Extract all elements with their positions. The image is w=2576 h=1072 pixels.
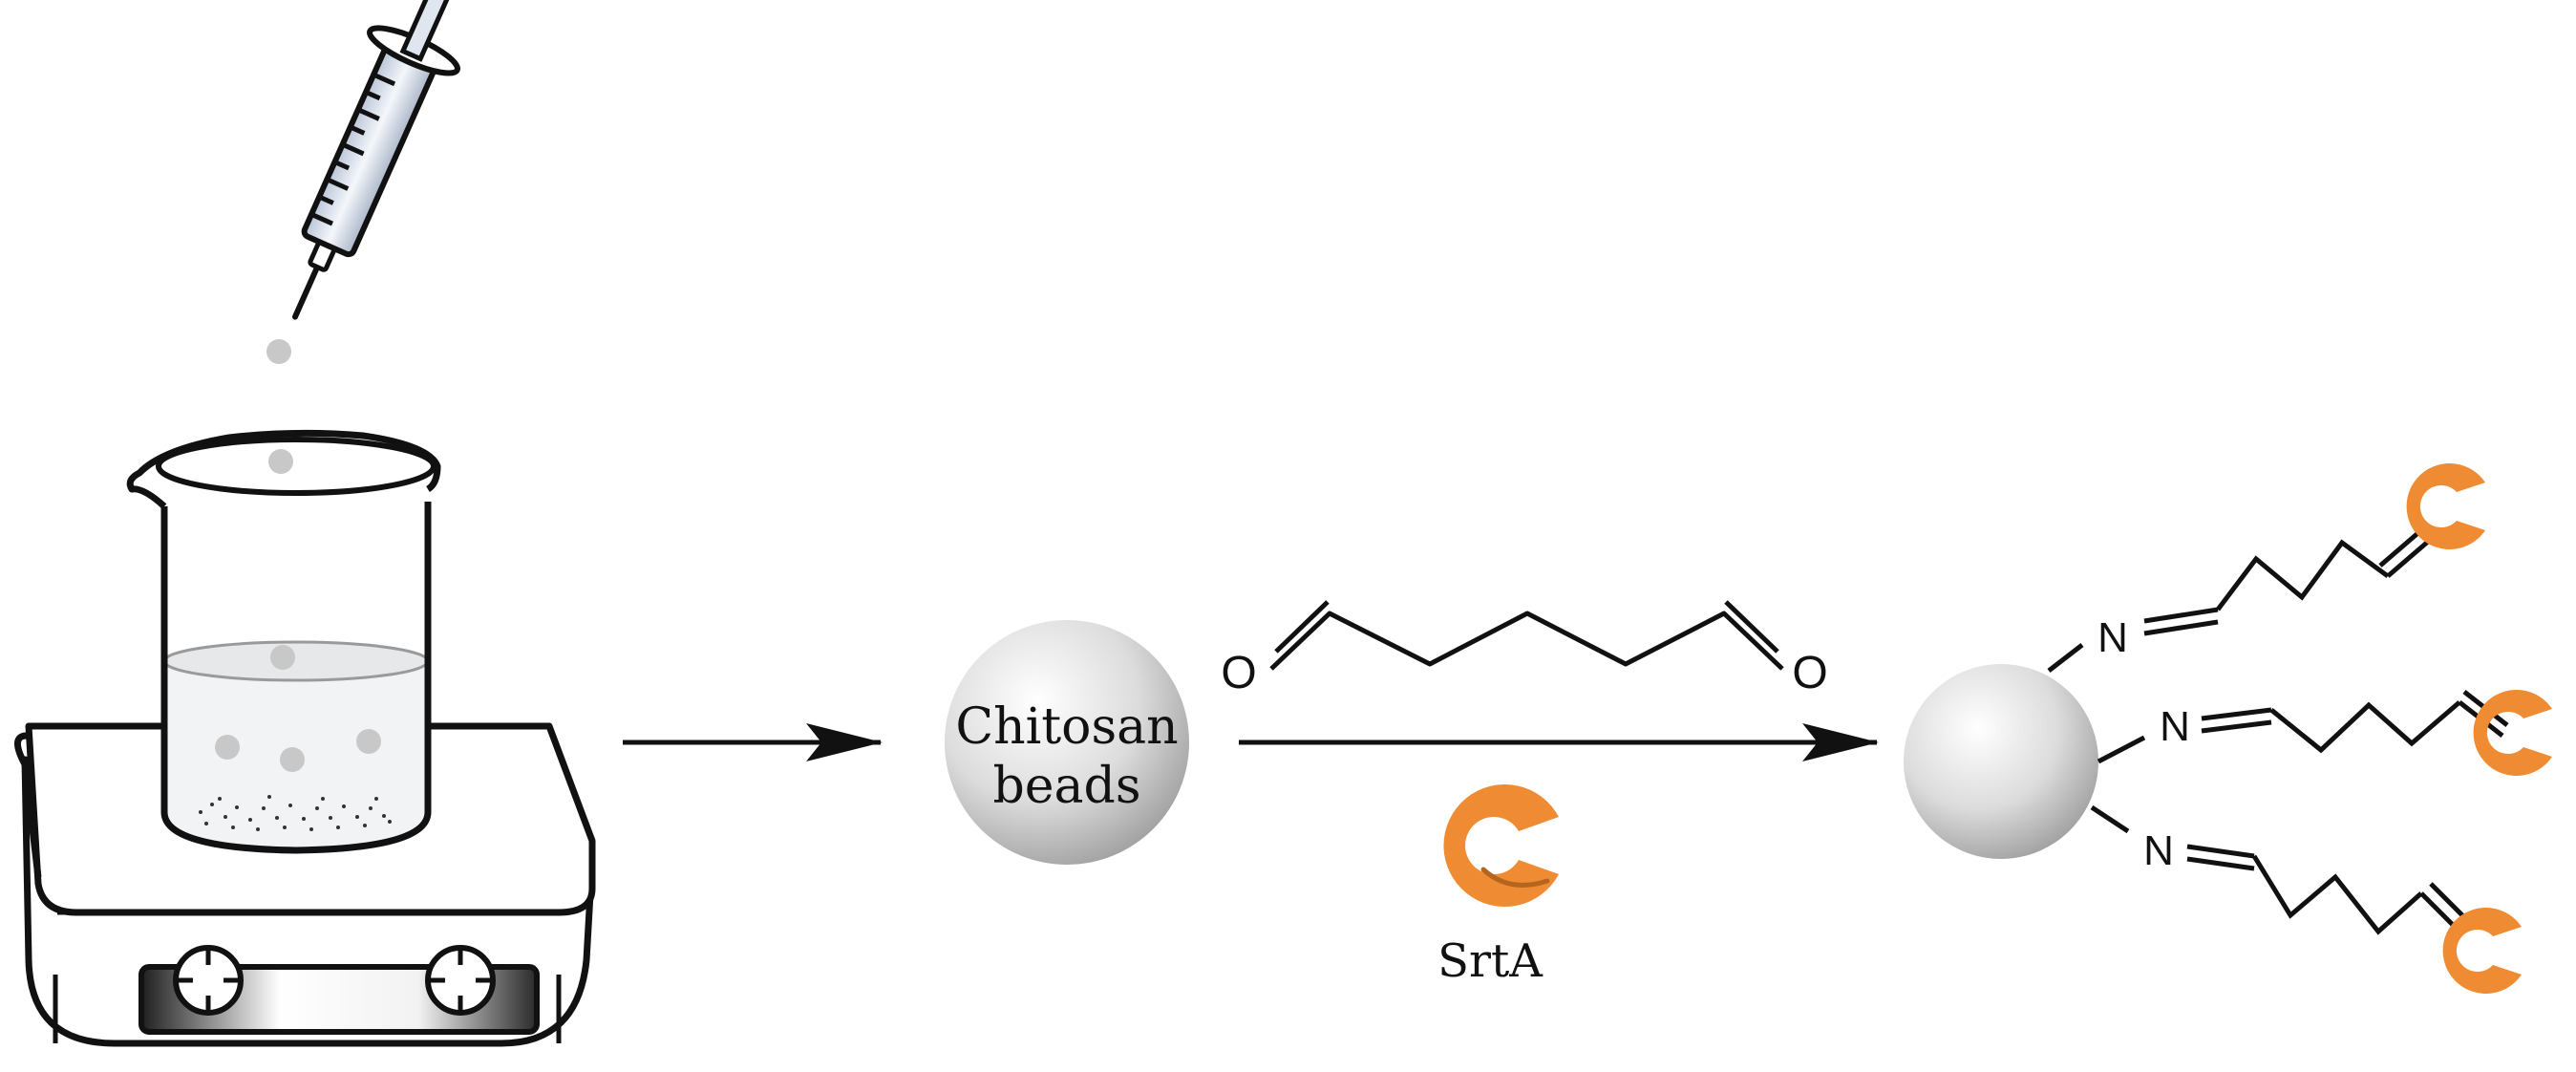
stir-bar-sediment [199, 795, 392, 831]
nitrogen-2: N [2160, 703, 2190, 750]
bead-label-line2: beads [992, 758, 1140, 815]
imine-linker-2: N [2097, 690, 2552, 776]
beaker-icon [126, 429, 441, 854]
enzyme-icon [1443, 783, 1559, 907]
nitrogen-3: N [2143, 827, 2174, 874]
enzyme-label: SrtA [1437, 934, 1543, 988]
imine-linker-3: N [2090, 804, 2522, 994]
droplets [215, 339, 381, 772]
stirrer-knob-left [173, 945, 244, 1016]
functionalized-bead [1904, 664, 2098, 859]
nitrogen-1: N [2097, 614, 2128, 661]
oxygen-left: O [1221, 648, 1256, 698]
syringe-icon [291, 0, 467, 320]
oxygen-right: O [1792, 648, 1827, 698]
glutaraldehyde-structure: O O [1221, 600, 1828, 698]
chitosan-bead: Chitosan beads [945, 620, 1189, 865]
imine-linker-1: N [2047, 463, 2485, 673]
stirrer-knob-right [425, 945, 496, 1016]
bead-label-line1: Chitosan [955, 698, 1178, 756]
